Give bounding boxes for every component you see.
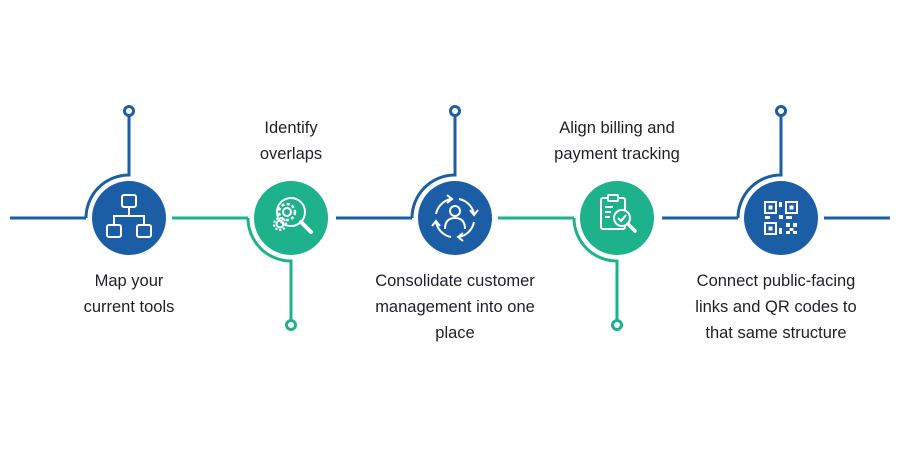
step-4-label: Align billing and payment tracking — [554, 119, 680, 163]
step-2-label: Identify overlaps — [259, 119, 323, 163]
flowchart-icon — [106, 194, 152, 238]
arc-step-5 — [736, 112, 783, 219]
pin-step-3 — [449, 105, 461, 117]
pin-step-1 — [123, 105, 135, 117]
clipboard-magnifier-icon — [600, 194, 637, 233]
step-1-label: Map your current tools — [83, 272, 175, 316]
pin-step-4 — [611, 319, 623, 331]
arc-step-3 — [410, 112, 457, 219]
gear-magnifier-icon — [273, 197, 313, 234]
arc-step-4 — [572, 217, 619, 324]
step-3-label: Consolidate customer management into one… — [375, 272, 535, 342]
node-step-1 — [92, 181, 166, 255]
qr-code-icon — [764, 201, 798, 235]
arc-step-1 — [84, 112, 131, 219]
arc-step-2 — [246, 217, 293, 324]
step-5-label: Connect public-facing links and QR codes… — [695, 272, 857, 342]
pin-step-5 — [775, 105, 787, 117]
pin-step-2 — [285, 319, 297, 331]
user-cycle-icon — [431, 194, 479, 242]
